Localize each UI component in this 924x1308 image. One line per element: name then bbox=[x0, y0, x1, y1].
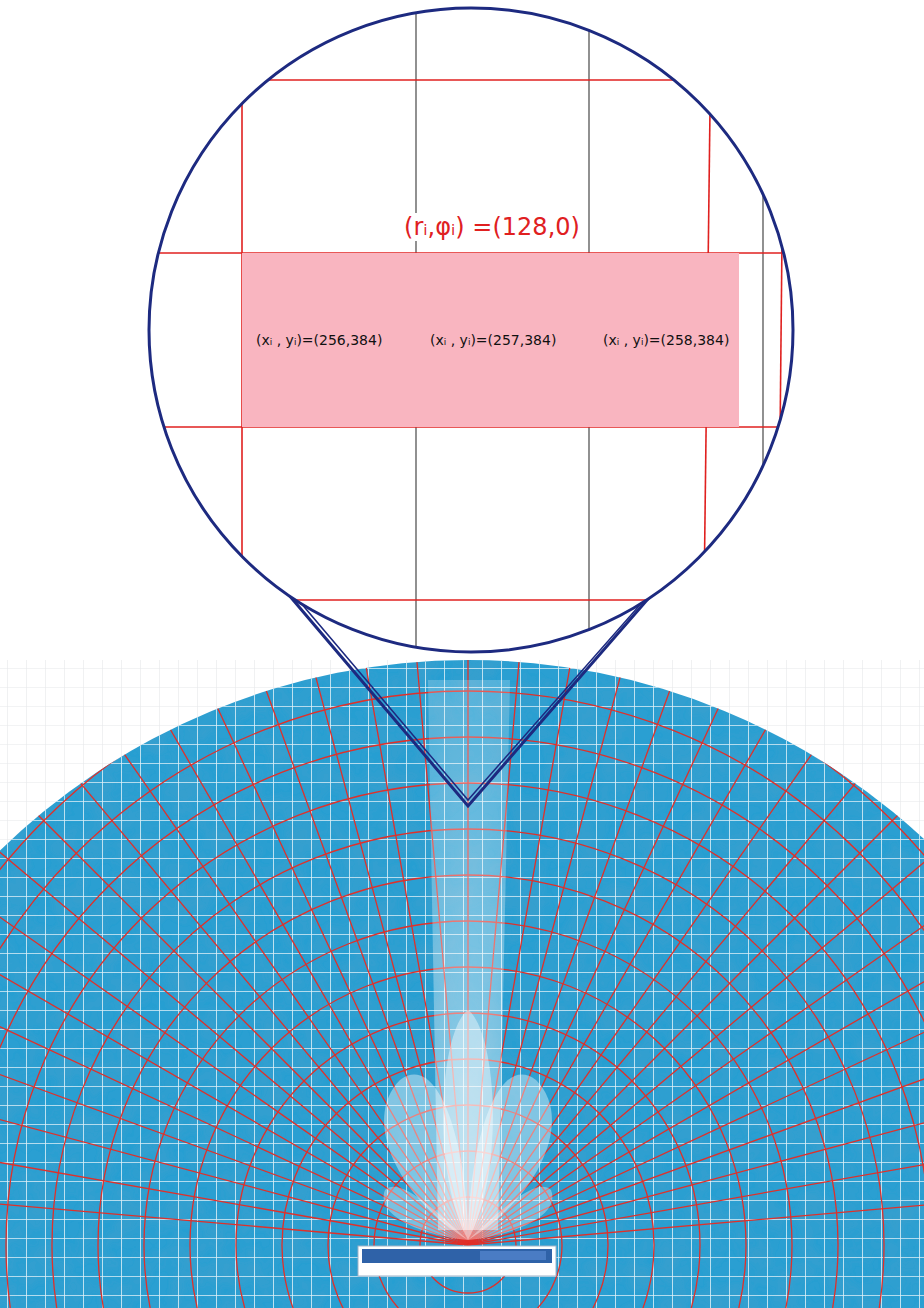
highlighted-band: (rᵢ,φᵢ) =(128,0)(xᵢ , yᵢ)=(256,384)(xᵢ ,… bbox=[242, 253, 739, 427]
cell-coordinate-label: (xᵢ , yᵢ)=(256,384) bbox=[256, 332, 382, 348]
cell-coordinate-label: (xᵢ , yᵢ)=(258,384) bbox=[603, 332, 729, 348]
lens-ground bbox=[149, 8, 793, 652]
pixel-cell: (xᵢ , yᵢ)=(257,384) bbox=[416, 253, 589, 427]
beam-lobe bbox=[443, 1010, 493, 1240]
water-texture bbox=[0, 640, 924, 1308]
lens-rim bbox=[149, 8, 793, 652]
sonar-device bbox=[358, 1246, 556, 1276]
zoomed-grid bbox=[150, 0, 800, 660]
beam-lobe bbox=[468, 1187, 552, 1240]
cartesian-grid bbox=[0, 640, 924, 1308]
beam-lobe bbox=[384, 1187, 468, 1240]
polar-coordinate-label: (rᵢ,φᵢ) =(128,0) bbox=[400, 213, 584, 241]
cell-coordinate-label: (xᵢ , yᵢ)=(257,384) bbox=[430, 332, 556, 348]
pixel-cell: (xᵢ , yᵢ)=(258,384) bbox=[589, 253, 739, 427]
pixel-cell: (xᵢ , yᵢ)=(256,384) bbox=[242, 253, 416, 427]
